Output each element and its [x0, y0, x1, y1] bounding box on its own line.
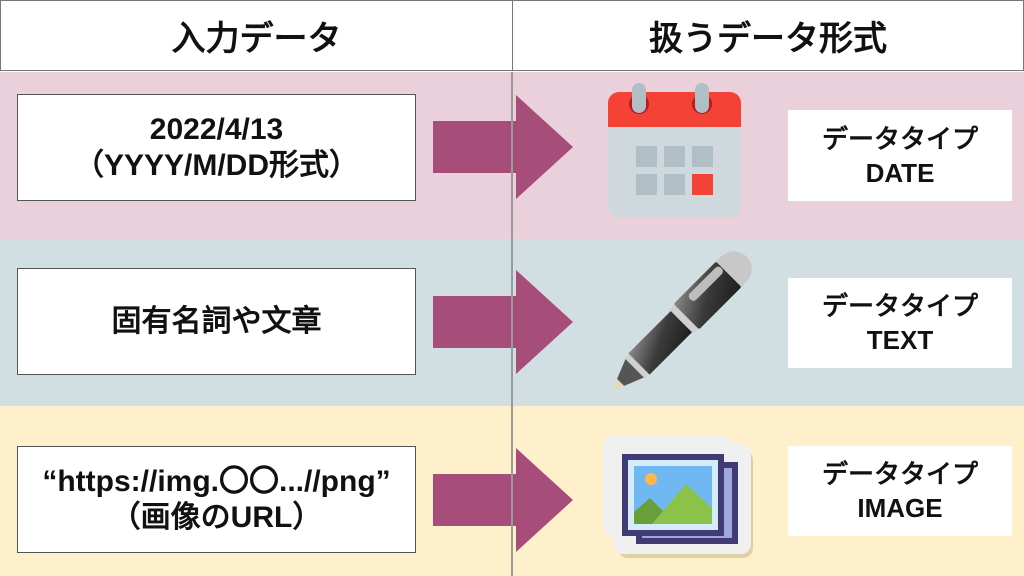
input-box-date: 2022/4/13 （YYYY/M/DD形式） — [17, 94, 416, 201]
input-format-note: （YYYY/M/DD形式） — [73, 148, 360, 182]
input-data-column-header: 入力データ — [0, 0, 513, 71]
data-type-value: IMAGE — [857, 493, 943, 523]
table-header: 入力データ 扱うデータ形式 — [0, 0, 1024, 72]
input-value: “https://img.〇〇...//png” — [42, 464, 391, 498]
input-value: 固有名詞や文章 — [111, 304, 322, 338]
calendar-icon — [608, 83, 741, 218]
data-type-label: データタイプ — [821, 123, 978, 154]
data-type-box-date: データタイプ DATE — [788, 110, 1012, 201]
data-type-label: データタイプ — [821, 291, 978, 321]
data-format-column-header: 扱うデータ形式 — [512, 0, 1024, 71]
data-type-value: DATE — [865, 157, 935, 188]
input-box-text: 固有名詞や文章 — [17, 268, 416, 375]
data-type-value: TEXT — [866, 325, 934, 355]
arrow-icon — [433, 95, 573, 199]
input-box-image: “https://img.〇〇...//png” （画像のURL） — [17, 446, 416, 553]
column-divider — [511, 72, 513, 576]
data-type-box-text: データタイプ TEXT — [788, 278, 1012, 368]
input-format-note: （画像のURL） — [110, 500, 323, 534]
input-value: 2022/4/13 — [149, 112, 284, 146]
pen-icon — [612, 251, 752, 391]
image-icon — [603, 436, 753, 558]
arrow-icon — [433, 448, 573, 552]
data-type-label: データタイプ — [821, 459, 978, 489]
data-type-box-image: データタイプ IMAGE — [788, 446, 1012, 536]
arrow-icon — [433, 270, 573, 374]
